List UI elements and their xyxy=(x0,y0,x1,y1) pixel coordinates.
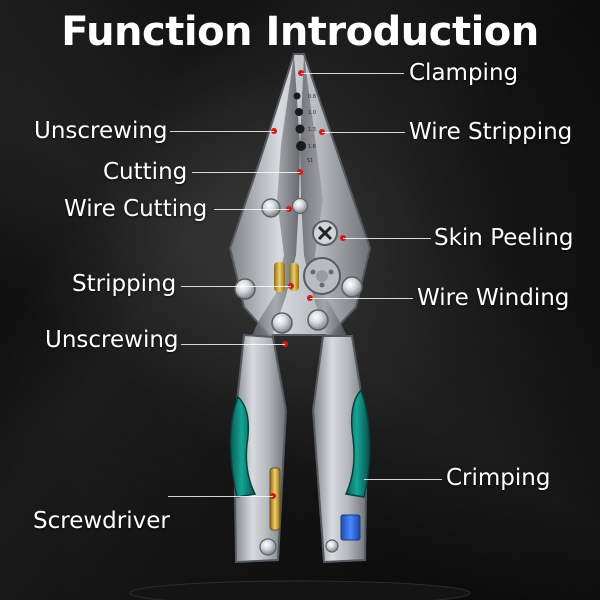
handle-right-metal xyxy=(311,335,369,564)
jaw-marking-2: 1.0 xyxy=(308,110,316,116)
jaw-markings: 0.8 1.0 1.3 1.6 S1 xyxy=(307,94,316,164)
jaw-marking-3: 1.3 xyxy=(308,127,316,133)
jaw-hole-2 xyxy=(295,108,303,116)
label-stripping: Stripping xyxy=(72,271,177,297)
jaw-hole-3 xyxy=(295,124,305,134)
line-wire-cutting xyxy=(214,209,289,210)
pedestal xyxy=(129,580,471,600)
screwdriver-bit xyxy=(269,467,281,531)
jaw-hole-4 xyxy=(296,141,306,151)
handle-left-grip xyxy=(229,395,257,498)
line-wire-winding xyxy=(310,298,413,299)
stripping-screw-left xyxy=(234,278,256,300)
label-unscrewing-bottom: Unscrewing xyxy=(45,327,179,353)
pivot-screw-left xyxy=(261,198,281,218)
jaw-marking-1: 0.8 xyxy=(308,94,316,100)
handle-rivet-left xyxy=(259,538,277,556)
lower-screw-right xyxy=(307,309,329,331)
line-crimping xyxy=(364,479,442,480)
line-screwdriver xyxy=(168,496,273,497)
jaw-hole-1 xyxy=(293,92,301,100)
label-wire-cutting: Wire Cutting xyxy=(64,196,208,222)
marker-cutting xyxy=(297,169,303,175)
handle-rivet-right xyxy=(325,539,339,553)
line-wire-stripping xyxy=(322,132,405,133)
label-clamping: Clamping xyxy=(409,60,519,86)
label-screwdriver: Screwdriver xyxy=(33,508,170,534)
lower-screw-left xyxy=(271,312,293,334)
line-clamping xyxy=(301,73,404,74)
jaw-left xyxy=(250,55,300,342)
marker-stripping xyxy=(288,283,294,289)
label-wire-stripping: Wire Stripping xyxy=(409,119,573,145)
line-stripping xyxy=(181,286,291,287)
marker-screwdriver xyxy=(270,493,276,499)
line-skin-peeling xyxy=(343,238,431,239)
jaw-marking-5: S1 xyxy=(307,158,313,164)
handle-right-grip xyxy=(344,388,371,498)
marker-unscrewing-top xyxy=(271,128,277,134)
label-crimping: Crimping xyxy=(446,465,551,491)
line-cutting xyxy=(192,172,300,173)
line-unscrewing-bottom xyxy=(181,344,285,345)
page-title: Function Introduction xyxy=(61,9,539,55)
label-skin-peeling: Skin Peeling xyxy=(434,225,574,251)
stripping-screw-right xyxy=(341,276,363,298)
pivot-screw-right xyxy=(291,197,309,215)
label-unscrewing-top: Unscrewing xyxy=(34,118,168,144)
crimping-blue-insert xyxy=(340,514,361,541)
label-cutting: Cutting xyxy=(103,159,188,185)
line-unscrewing-top xyxy=(170,131,274,132)
jaw-marking-4: 1.6 xyxy=(308,144,316,150)
label-wire-winding: Wire Winding xyxy=(417,285,570,311)
gold-cutter-left xyxy=(274,262,285,292)
marker-wire-cutting xyxy=(286,206,292,212)
marker-unscrewing-bottom xyxy=(282,341,288,347)
